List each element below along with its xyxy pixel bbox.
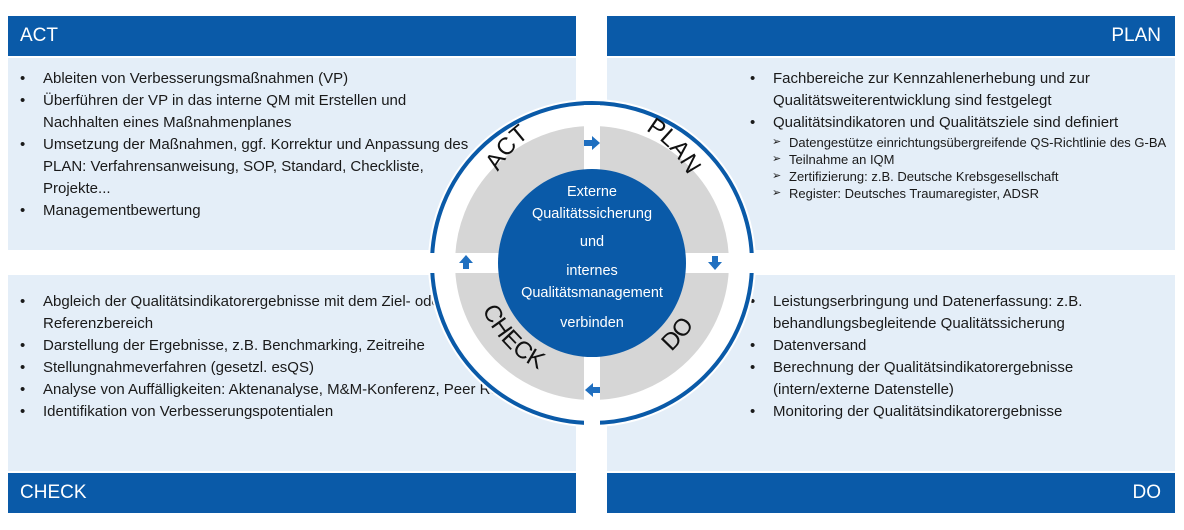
plan-subitem-1: Datengestütze einrichtungsübergreifende … bbox=[746, 134, 1172, 151]
check-item-4: Analyse von Auffälligkeiten: Aktenanalys… bbox=[16, 379, 546, 401]
do-item-1: Leistungserbringung und Datenerfassung: … bbox=[746, 291, 1172, 335]
do-item-2: Datenversand bbox=[746, 335, 1172, 357]
center-line-5: Qualitätsmanagement bbox=[521, 285, 663, 301]
plan-list: Fachbereiche zur Kennzahlenerhebung und … bbox=[746, 68, 1172, 202]
center-disc bbox=[498, 169, 686, 357]
center-text: Externe Qualitätssicherung und internes … bbox=[521, 184, 663, 331]
center-line-1: Externe bbox=[567, 184, 617, 200]
arrow-left-icon bbox=[585, 383, 600, 397]
act-item-3: Umsetzung der Maßnahmen, ggf. Korrektur … bbox=[16, 134, 486, 200]
center-line-3: und bbox=[580, 234, 604, 250]
check-item-5: Identifikation von Verbesserungspotentia… bbox=[16, 401, 546, 423]
arrow-up-icon bbox=[459, 255, 473, 269]
do-list: Leistungserbringung und Datenerfassung: … bbox=[746, 291, 1172, 423]
act-item-1: Ableiten von Verbesserungsmaßnahmen (VP) bbox=[16, 68, 486, 90]
plan-header: PLAN bbox=[607, 16, 1175, 56]
center-line-2: Qualitätssicherung bbox=[532, 206, 652, 222]
center-line-6: verbinden bbox=[560, 315, 624, 331]
act-item-2: Überführen der VP in das interne QM mit … bbox=[16, 90, 486, 134]
plan-item-1: Fachbereiche zur Kennzahlenerhebung und … bbox=[746, 68, 1172, 112]
act-header: ACT bbox=[8, 16, 576, 56]
center-line-4: internes bbox=[566, 263, 618, 279]
plan-subitem-3: Zertifizierung: z.B. Deutsche Krebsgesel… bbox=[746, 168, 1172, 185]
check-item-3: Stellungnahmeverfahren (gesetzl. esQS) bbox=[16, 357, 546, 379]
act-list: Ableiten von Verbesserungsmaßnahmen (VP)… bbox=[16, 68, 486, 222]
do-item-4: Monitoring der Qualitätsindikatorergebni… bbox=[746, 401, 1172, 423]
arrow-down-icon bbox=[708, 256, 722, 270]
check-header: CHECK bbox=[8, 473, 576, 513]
plan-subitem-4: Register: Deutsches Traumaregister, ADSR bbox=[746, 185, 1172, 202]
plan-subitem-2: Teilnahme an IQM bbox=[746, 151, 1172, 168]
check-item-2: Darstellung der Ergebnisse, z.B. Benchma… bbox=[16, 335, 546, 357]
check-item-1: Abgleich der Qualitätsindikatorergebniss… bbox=[16, 291, 546, 335]
do-item-3: Berechnung der Qualitätsindikatorergebni… bbox=[746, 357, 1172, 401]
do-header: DO bbox=[607, 473, 1175, 513]
check-list: Abgleich der Qualitätsindikatorergebniss… bbox=[16, 291, 546, 423]
act-item-4: Managementbewertung bbox=[16, 200, 486, 222]
arrow-right-icon bbox=[584, 136, 600, 150]
plan-item-2: Qualitätsindikatoren und Qualitätsziele … bbox=[746, 112, 1172, 134]
